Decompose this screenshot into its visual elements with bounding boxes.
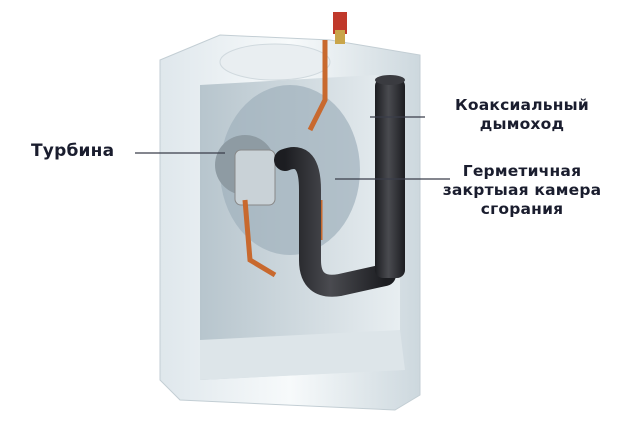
label-coaxial-line2: дымоход: [479, 115, 565, 133]
flue-pipes: [274, 75, 405, 297]
leader-lines: [135, 116, 450, 180]
label-chamber-line3: сгорания: [480, 200, 564, 218]
label-coaxial-line1: Коаксиальный: [455, 96, 589, 114]
label-coaxial-flue: Коаксиальный дымоход: [432, 96, 612, 134]
safety-valve: [333, 12, 347, 44]
label-chamber-line2: закртыая камера: [442, 181, 602, 199]
label-turbine: Турбина: [31, 141, 115, 161]
label-sealed-chamber: Герметичная закртыая камера сгорания: [432, 162, 612, 219]
label-chamber-line1: Герметичная: [462, 162, 582, 180]
combustion-chamber: [215, 85, 360, 255]
